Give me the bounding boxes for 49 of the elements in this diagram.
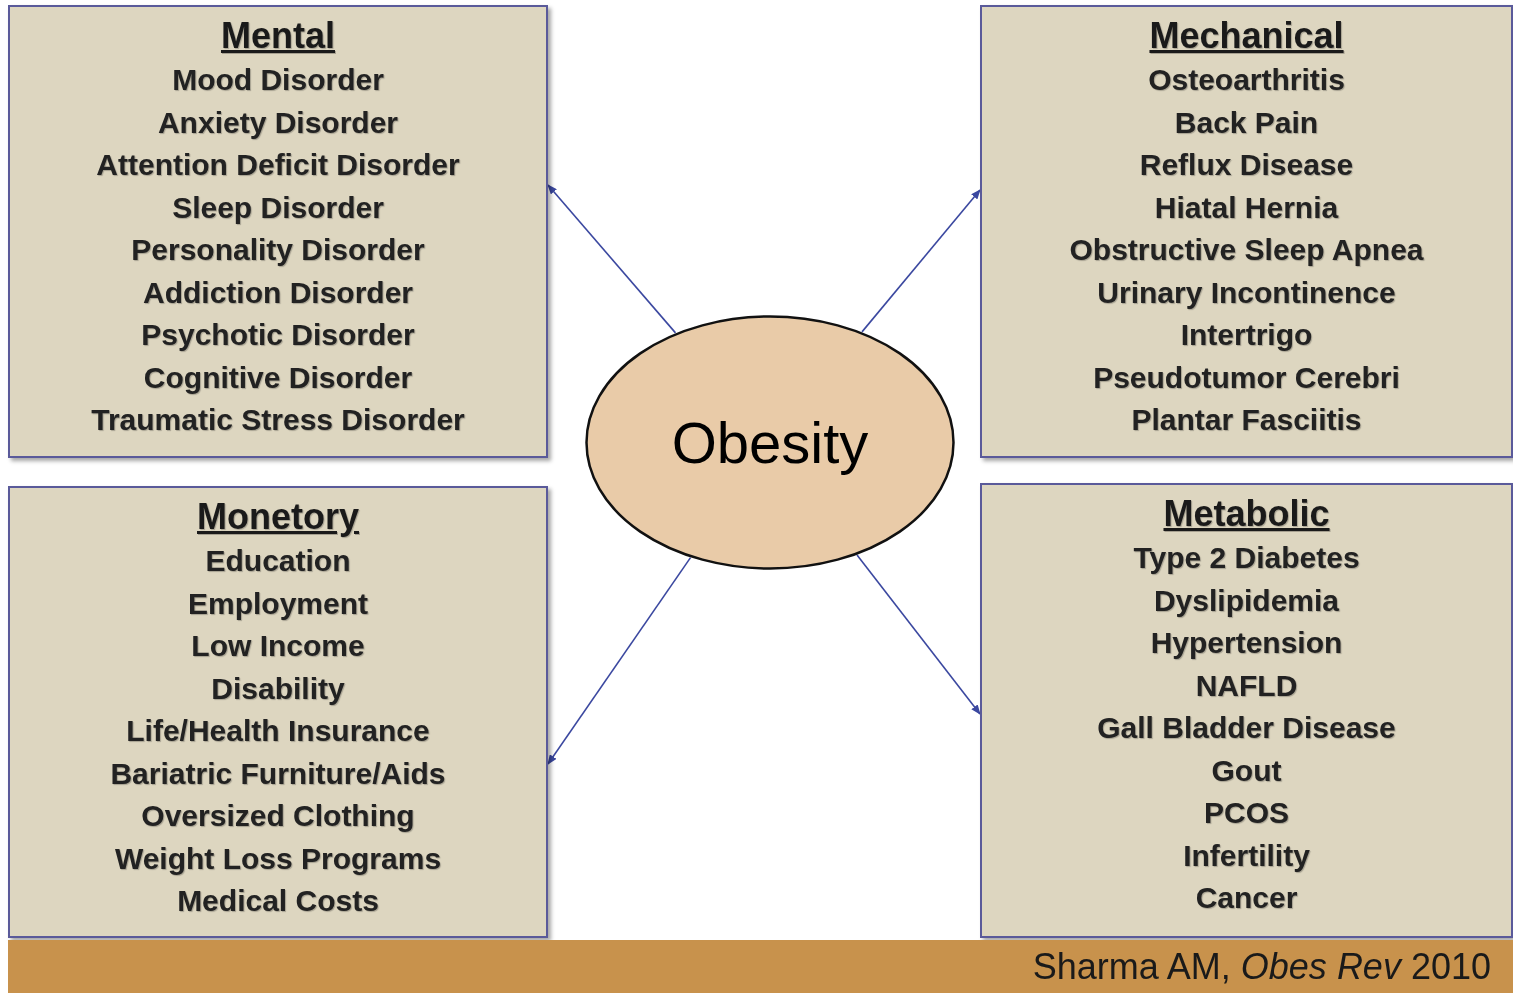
- list-item: Bariatric Furniture/Aids: [110, 755, 446, 792]
- list-item: Medical Costs: [177, 883, 379, 919]
- category-box: [8, 5, 548, 458]
- citation: Sharma AM, Obes Rev 2010: [1032, 944, 1491, 989]
- list-item: Plantar Fasciitis: [1131, 402, 1362, 438]
- category-box: [8, 486, 548, 938]
- list-item: Traumatic Stress Disorder: [91, 402, 465, 438]
- list-item: Type 2 Diabetes: [1133, 540, 1360, 576]
- category-heading: Metabolic: [1163, 492, 1330, 536]
- list-item: Pseudotumor Cerebri: [1093, 359, 1400, 396]
- list-item: Reflux Disease: [1139, 147, 1354, 183]
- list-item: Life/Health Insurance: [126, 713, 430, 749]
- arrow: [861, 189, 981, 333]
- list-item: Osteoarthritis: [1148, 62, 1345, 98]
- list-item: Weight Loss Programs: [114, 840, 442, 877]
- list-item: Obstructive Sleep Apnea: [1069, 232, 1424, 268]
- arrow: [547, 556, 692, 765]
- list-item: NAFLD: [1195, 667, 1298, 704]
- arrow: [547, 184, 677, 334]
- list-item: Anxiety Disorder: [157, 104, 399, 141]
- list-item: Employment: [188, 585, 368, 622]
- list-item: Mood Disorder: [172, 62, 384, 98]
- list-item: Dyslipidemia: [1153, 582, 1340, 619]
- list-item: Infertility: [1183, 837, 1310, 874]
- category-heading: Monetory: [197, 495, 359, 539]
- category-box: [980, 483, 1513, 938]
- list-item: Gall Bladder Disease: [1097, 710, 1396, 746]
- list-item: Disability: [211, 670, 345, 707]
- list-item: Personality Disorder: [131, 232, 425, 268]
- category-heading: Mechanical: [1149, 14, 1344, 58]
- list-item: Hiatal Hernia: [1154, 189, 1339, 226]
- list-item: Back Pain: [1174, 104, 1319, 141]
- list-item: Low Income: [191, 628, 365, 664]
- list-item: Psychotic Disorder: [141, 317, 415, 353]
- list-item: PCOS: [1204, 795, 1289, 831]
- list-item: Urinary Incontinence: [1097, 274, 1396, 311]
- list-item: Oversized Clothing: [141, 798, 415, 834]
- list-item: Education: [205, 543, 351, 579]
- category-heading: Mental: [221, 14, 335, 58]
- list-item: Sleep Disorder: [172, 189, 384, 226]
- list-item: Hypertension: [1150, 625, 1343, 661]
- list-item: Cognitive Disorder: [143, 359, 413, 396]
- arrow: [856, 554, 981, 715]
- category-box: [980, 5, 1513, 458]
- list-item: Addiction Disorder: [143, 274, 413, 311]
- list-item: Attention Deficit Disorder: [96, 147, 460, 183]
- list-item: Intertrigo: [1180, 317, 1313, 353]
- list-item: Cancer: [1195, 880, 1298, 916]
- list-item: Gout: [1211, 752, 1282, 789]
